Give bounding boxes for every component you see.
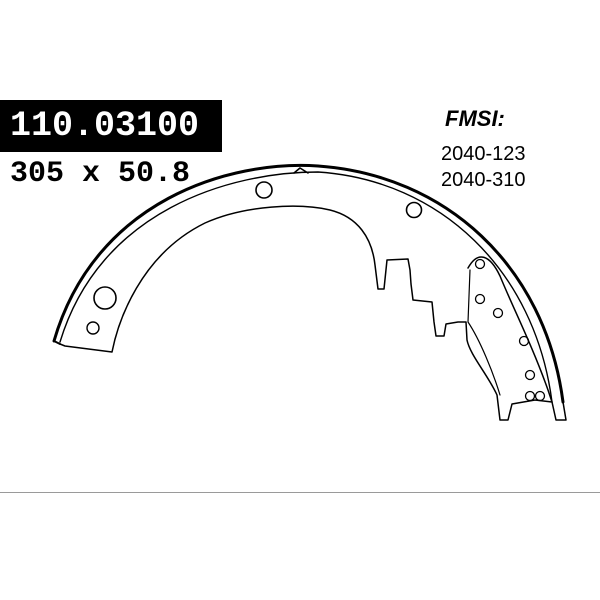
fmsi-code-list: 2040-123 2040-310 (441, 142, 526, 192)
fmsi-code: 2040-310 (441, 169, 526, 191)
fmsi-block: FMSI: 2040-123 2040-310 (441, 106, 526, 192)
lining-left-end (53, 340, 61, 345)
hole (93, 286, 117, 310)
dimensions-label: 305 x 50.8 (10, 157, 191, 191)
hole (524, 369, 536, 381)
fmsi-title: FMSI: (445, 106, 505, 131)
hole (474, 293, 486, 305)
lining-inner-arc (59, 171, 553, 403)
hole (474, 258, 486, 270)
heel-plate-outline (467, 256, 553, 403)
hole (492, 307, 504, 319)
hole (86, 321, 100, 335)
heel-plate-inner (467, 269, 501, 396)
lining-outer-arc (52, 163, 565, 404)
hole (518, 335, 530, 347)
baseline-rule (0, 492, 600, 493)
shoe-web-outline (59, 205, 567, 421)
hole (405, 201, 423, 219)
fmsi-code: 2040-123 (441, 143, 526, 165)
hole (524, 390, 536, 402)
top-notch (293, 167, 309, 174)
hole (255, 181, 273, 199)
part-number-badge: 110.03100 (0, 100, 222, 152)
hole (534, 390, 546, 402)
